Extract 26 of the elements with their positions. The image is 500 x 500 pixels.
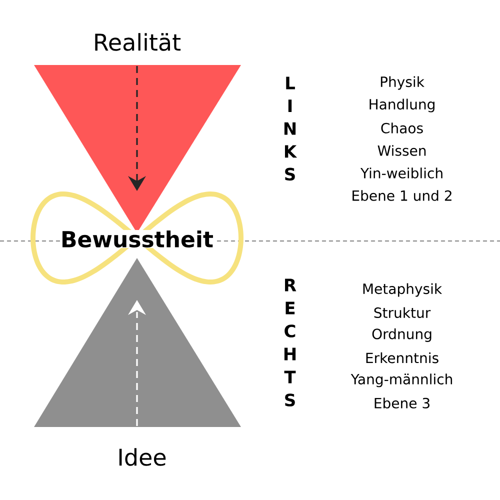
letter: L <box>286 76 295 90</box>
letter: S <box>285 168 295 181</box>
node-label: Idee <box>119 448 166 466</box>
list-item: Ebene 3 <box>374 398 430 408</box>
letter: R <box>285 278 296 292</box>
list-item: Wissen <box>378 145 426 156</box>
list-item: Erkenntnis <box>366 352 438 364</box>
letter: S <box>285 394 295 406</box>
letter: K <box>284 145 298 158</box>
list-item: Handlung <box>370 98 434 112</box>
letter: C <box>284 324 296 338</box>
list-item: Struktur <box>374 307 431 318</box>
list-item: Metaphysik <box>363 283 442 297</box>
list-item: Chaos <box>381 122 423 134</box>
list-item: Yang-männlich <box>350 374 452 388</box>
letter: I <box>288 100 292 112</box>
infinity-loop: Bewusstheit <box>30 192 244 284</box>
list-item: Ordnung <box>372 328 432 342</box>
letter: E <box>286 302 295 314</box>
node-label: Realität <box>95 33 181 51</box>
letter: H <box>284 348 296 360</box>
letter: N <box>284 122 296 135</box>
letter: T <box>284 370 296 384</box>
list-item: Ebene 1 und 2 <box>352 190 452 201</box>
list-item: Physik <box>380 76 424 90</box>
list-item: Yin-weiblich <box>360 168 442 178</box>
